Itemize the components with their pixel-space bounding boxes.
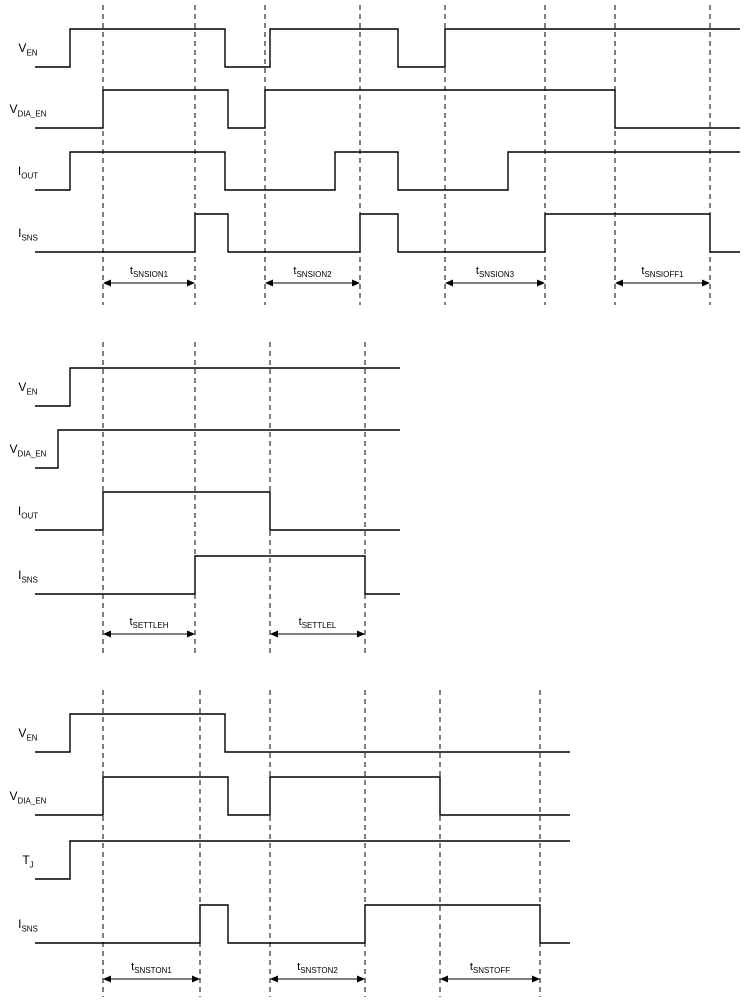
arrowhead-right-icon xyxy=(357,630,365,638)
arrowhead-right-icon xyxy=(357,975,365,983)
arrowhead-left-icon xyxy=(103,279,111,287)
arrowhead-right-icon xyxy=(537,279,545,287)
waveform-i-sns xyxy=(35,213,740,253)
diagram-thermal-sense-timing xyxy=(35,690,570,997)
arrowhead-right-icon xyxy=(702,279,710,287)
waveform-v-en xyxy=(35,367,400,407)
arrowhead-left-icon xyxy=(270,630,278,638)
arrowhead-left-icon xyxy=(270,975,278,983)
diagram-current-sense-on-off-timing xyxy=(35,5,740,305)
arrowhead-left-icon xyxy=(265,279,273,287)
waveform-i-sns xyxy=(35,904,570,944)
arrowhead-left-icon xyxy=(440,975,448,983)
arrowhead-right-icon xyxy=(187,279,195,287)
waveform-i-out xyxy=(35,151,740,191)
arrowhead-left-icon xyxy=(445,279,453,287)
arrowhead-right-icon xyxy=(352,279,360,287)
waveform-i-out xyxy=(35,491,400,531)
arrowhead-left-icon xyxy=(103,630,111,638)
arrowhead-right-icon xyxy=(187,630,195,638)
waveform-v-dia-en xyxy=(35,89,740,129)
arrowhead-left-icon xyxy=(615,279,623,287)
waveform-t-j xyxy=(35,840,570,880)
waveform-i-sns xyxy=(35,555,400,595)
arrowhead-right-icon xyxy=(532,975,540,983)
waveform-v-dia-en xyxy=(35,776,570,816)
waveform-v-dia-en xyxy=(35,429,400,469)
arrowhead-right-icon xyxy=(192,975,200,983)
waveform-v-en xyxy=(35,713,570,753)
arrowhead-left-icon xyxy=(103,975,111,983)
waveform-v-en xyxy=(35,28,740,68)
diagram-current-sense-settling-timing xyxy=(35,342,400,656)
